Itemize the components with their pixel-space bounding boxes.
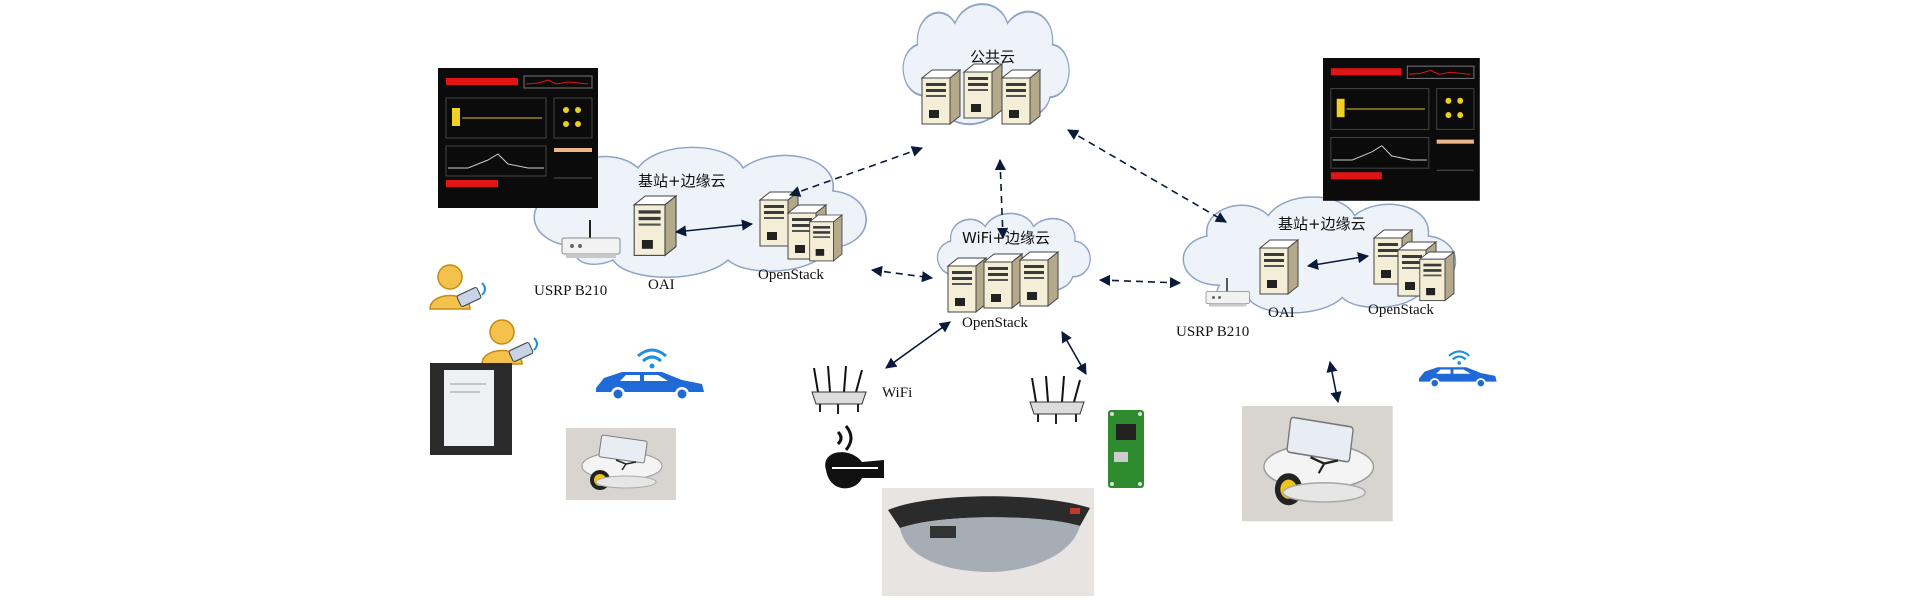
wifi-router-label: WiFi bbox=[882, 385, 913, 401]
server-icon bbox=[1419, 251, 1455, 302]
left-oai-label: OAI bbox=[648, 277, 675, 293]
wifi-cloud-title: WiFi+边缘云 bbox=[962, 229, 1050, 247]
server-icon bbox=[1001, 69, 1041, 125]
user-phone-icon bbox=[481, 319, 538, 365]
ar-glasses-icon bbox=[882, 488, 1094, 596]
right-cloud-title: 基站+边缘云 bbox=[1278, 215, 1366, 233]
car-icon bbox=[1417, 350, 1498, 390]
smartphone-icon bbox=[430, 363, 512, 455]
wifi-router-icon bbox=[811, 365, 867, 415]
public-cloud-title: 公共云 bbox=[970, 48, 1016, 66]
raspberry-pi-icon bbox=[1108, 410, 1144, 488]
server-icon bbox=[983, 253, 1023, 309]
user-phone-icon bbox=[429, 264, 486, 310]
wifi-edge-servers bbox=[947, 251, 1059, 313]
wifi-router-icon bbox=[1029, 375, 1085, 425]
robot-car-icon bbox=[565, 427, 677, 501]
left-usrp-label: USRP B210 bbox=[534, 283, 608, 299]
monitor-screen-icon bbox=[437, 67, 599, 209]
server-icon bbox=[633, 195, 677, 256]
wifi-openstack-label: OpenStack bbox=[962, 315, 1028, 331]
robot-car-icon bbox=[1240, 404, 1394, 523]
right-openstack-label: OpenStack bbox=[1368, 302, 1434, 318]
connection-arrows bbox=[674, 129, 1370, 404]
right-oai-label: OAI bbox=[1268, 305, 1295, 321]
public-cloud-servers bbox=[921, 63, 1041, 125]
server-icon bbox=[947, 257, 987, 313]
left-openstack-label: OpenStack bbox=[758, 267, 824, 283]
server-icon bbox=[1019, 251, 1059, 307]
car-icon bbox=[594, 348, 706, 403]
monitor-screen-icon bbox=[1322, 57, 1481, 202]
vr-headset-icon bbox=[825, 425, 884, 489]
server-icon bbox=[963, 63, 1003, 119]
right-usrp-label: USRP B210 bbox=[1176, 324, 1250, 340]
server-icon bbox=[1259, 239, 1299, 295]
left-cloud-title: 基站+边缘云 bbox=[638, 172, 726, 190]
server-icon bbox=[921, 69, 961, 125]
server-icon bbox=[809, 214, 843, 262]
